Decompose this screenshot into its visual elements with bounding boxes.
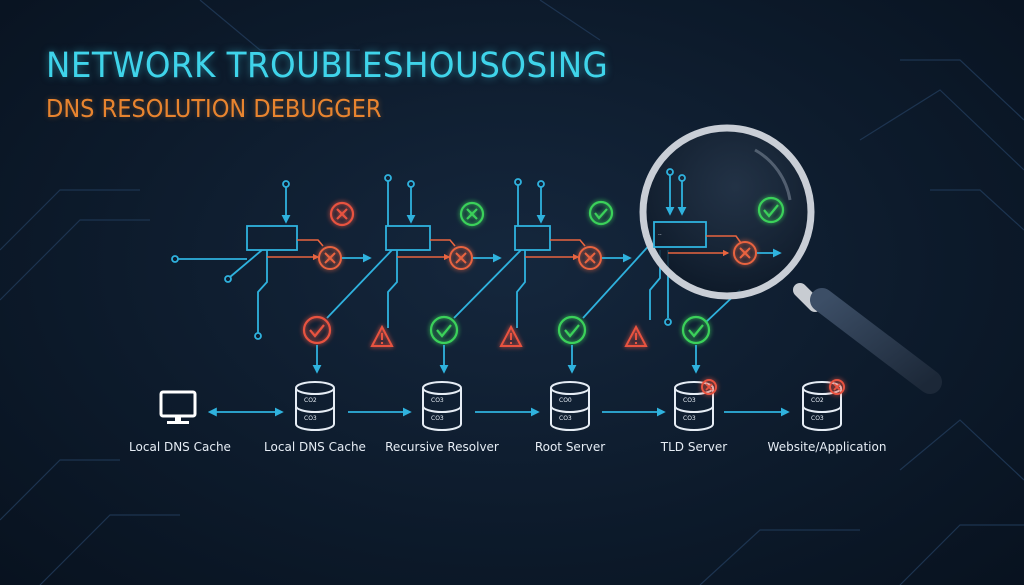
x-circle-icon (733, 241, 757, 265)
server-code: CO3 (683, 415, 696, 422)
magnifying-glass-icon: ·· (639, 124, 942, 394)
node-local-dns-cache-client: Local DNS Cache (129, 390, 231, 454)
process-block-3 (514, 225, 551, 251)
server-code: CO2 (811, 397, 824, 404)
page-subtitle: DNS RESOLUTION DEBUGGER (46, 94, 382, 123)
computer-icon (159, 390, 197, 424)
node-label: Website/Application (768, 440, 887, 454)
magnified-circuit: ·· (653, 168, 785, 265)
server-code: CO3 (811, 415, 824, 422)
check-circle-icon (429, 315, 459, 345)
database-icon (674, 381, 714, 431)
check-circle-icon (588, 200, 614, 226)
check-circle-icon (681, 315, 711, 345)
warning-icon (624, 324, 648, 347)
x-circle-icon (578, 246, 602, 270)
error-x-icon (329, 201, 355, 227)
server-code: CO3 (559, 415, 572, 422)
node-label: Recursive Resolver (385, 440, 499, 454)
check-circle-icon (757, 196, 785, 224)
process-block-2 (385, 225, 431, 251)
server-code: CO3 (431, 415, 444, 422)
warning-icon (499, 324, 523, 347)
x-circle-icon (449, 246, 473, 270)
status-indicators (302, 200, 711, 347)
down-arrows (312, 345, 701, 374)
server-code: CO0 (559, 397, 572, 404)
svg-text:··: ·· (658, 232, 662, 239)
server-code: CO3 (304, 415, 317, 422)
node-label: Local DNS Cache (129, 440, 231, 454)
warning-icon (370, 324, 394, 347)
node-label: Root Server (535, 440, 605, 454)
server-code: CO3 (683, 397, 696, 404)
page-title: NETWORK TROUBLESHOUSOSING (46, 46, 609, 86)
green-x-icon (459, 201, 485, 227)
circuit-wiring (171, 174, 741, 340)
failure-routes (267, 239, 632, 270)
processing-blocks (246, 225, 551, 251)
x-circle-icon (318, 246, 342, 270)
error-check-icon (302, 315, 332, 345)
node-label: Local DNS Cache (264, 440, 366, 454)
database-icon (802, 381, 842, 431)
server-code: CO3 (431, 397, 444, 404)
database-icon (295, 381, 335, 431)
check-circle-icon (557, 315, 587, 345)
server-code: CO2 (304, 397, 317, 404)
node-label: TLD Server (660, 440, 727, 454)
process-block-1 (246, 225, 298, 251)
error-badge-icon (829, 379, 845, 395)
database-icon (422, 381, 462, 431)
error-badge-icon (701, 379, 717, 395)
database-icon (550, 381, 590, 431)
